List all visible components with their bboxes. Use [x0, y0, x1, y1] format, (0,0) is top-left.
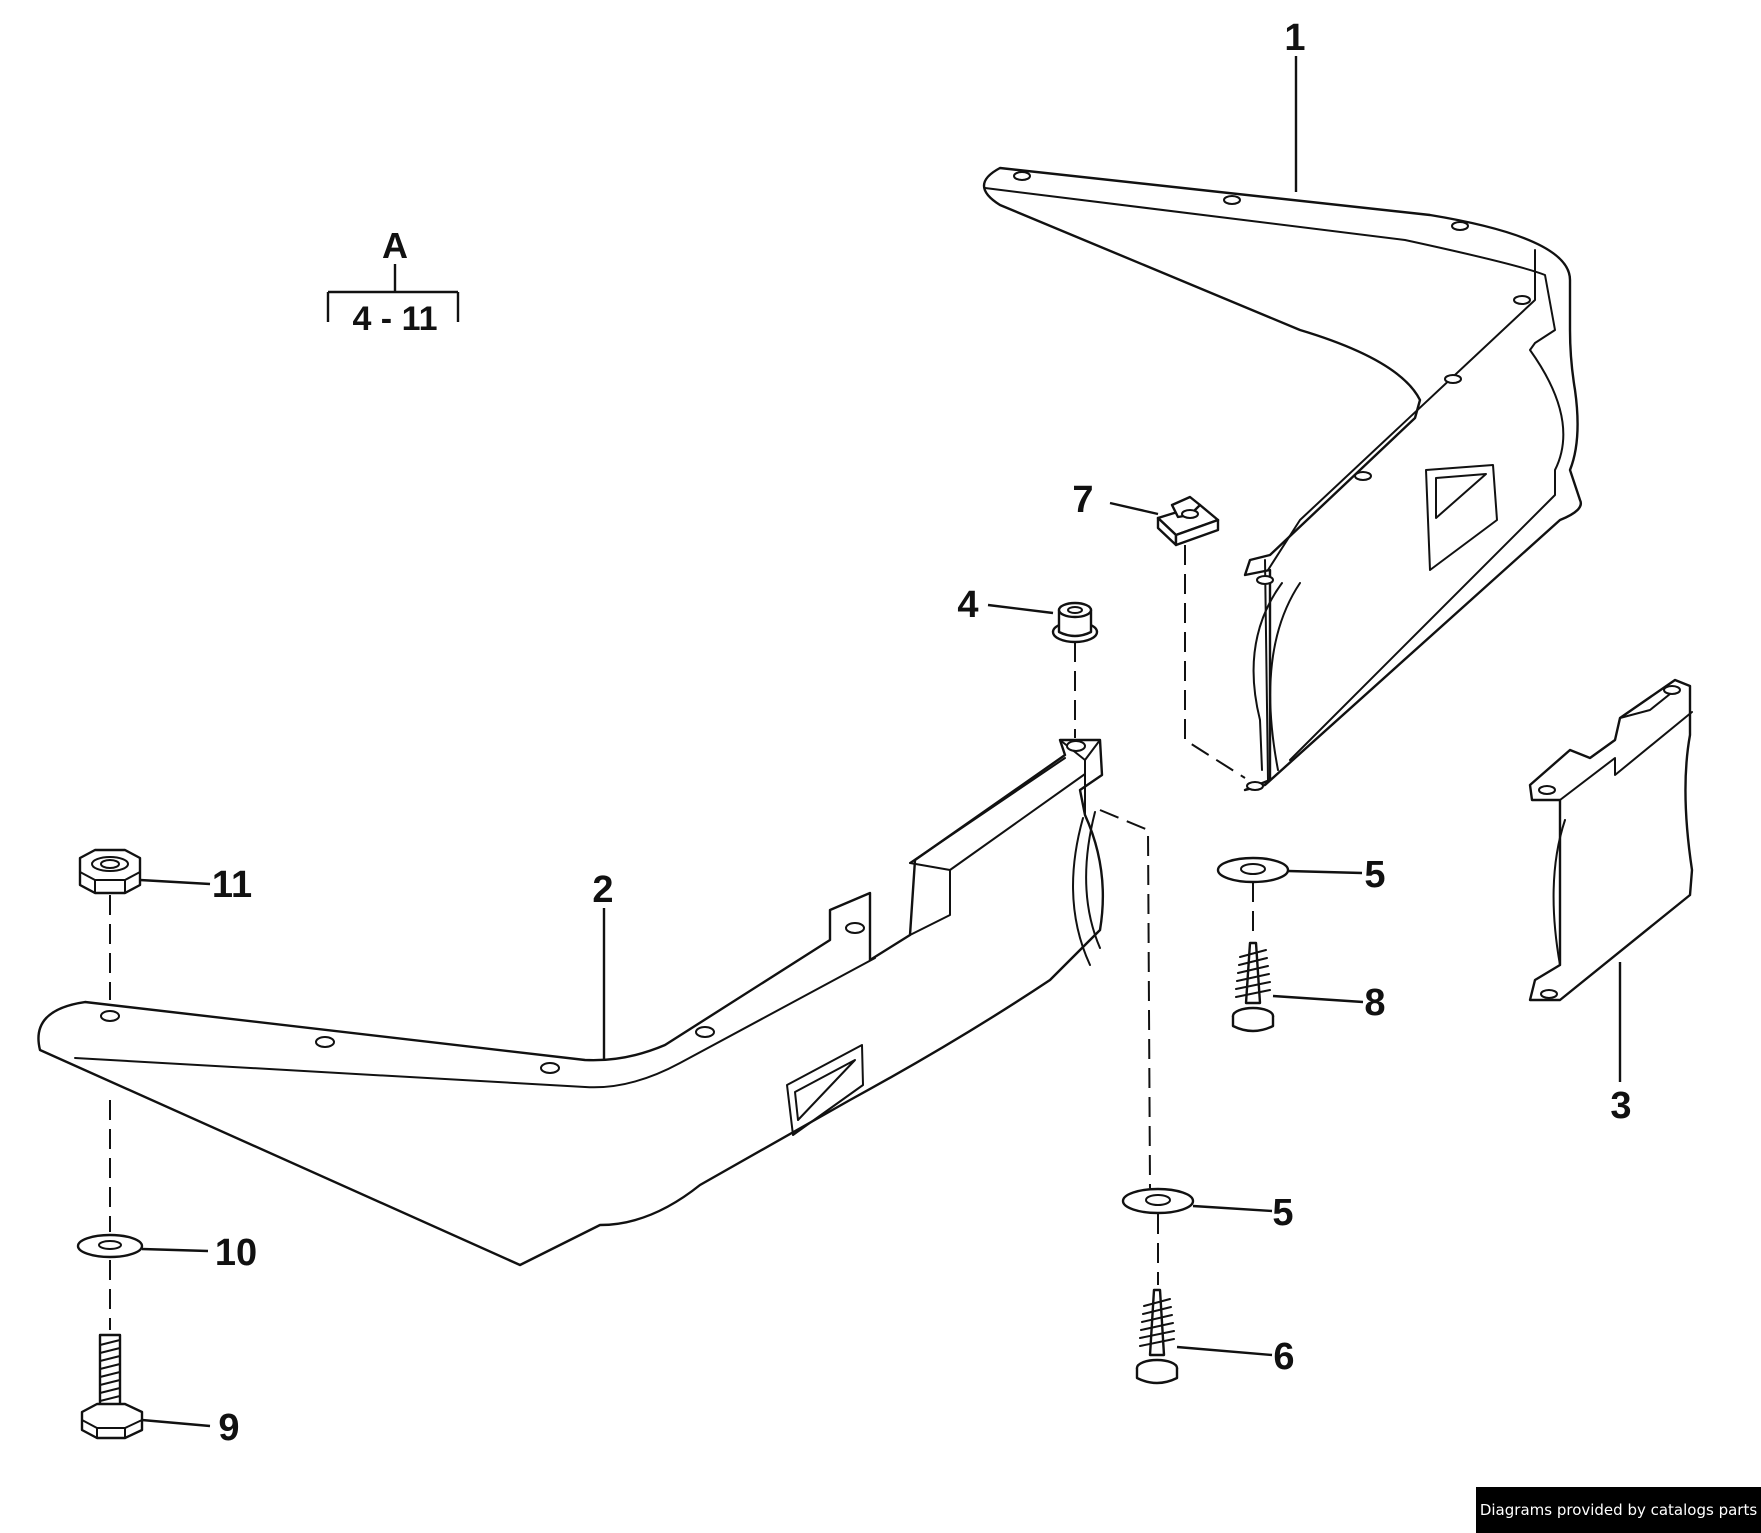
credit-banner: Diagrams provided by catalogs parts — [1476, 1487, 1761, 1533]
group-range: 4 - 11 — [352, 300, 437, 338]
callout-3: 3 — [1610, 1085, 1631, 1127]
callout-leaders — [139, 56, 1622, 1428]
callout-7: 7 — [1072, 479, 1093, 521]
hex-nut — [78, 848, 142, 895]
washer-left — [76, 1233, 144, 1259]
bolt — [80, 1333, 144, 1440]
callout-9: 9 — [218, 1407, 239, 1449]
callout-labels: 1 2 3 4 5 5 6 7 8 9 10 11 — [212, 17, 1632, 1449]
screw-upper — [1231, 941, 1275, 1033]
washer-lower — [1121, 1187, 1195, 1215]
screw-lower — [1135, 1288, 1179, 1385]
callout-2: 2 — [592, 869, 613, 911]
assembly-axes — [109, 545, 1254, 1330]
callout-10: 10 — [215, 1232, 257, 1274]
washer-upper — [1216, 856, 1290, 884]
callout-6: 6 — [1273, 1336, 1294, 1378]
callout-5-lower: 5 — [1272, 1192, 1293, 1234]
group-indicator: A 4 - 11 — [326, 225, 460, 338]
callout-4: 4 — [957, 584, 978, 626]
callout-8: 8 — [1364, 982, 1385, 1024]
callout-11: 11 — [212, 864, 252, 906]
callout-1: 1 — [1284, 17, 1305, 59]
bumper-upper — [982, 166, 1582, 792]
group-letter: A — [382, 225, 408, 266]
callout-5-upper: 5 — [1364, 854, 1385, 896]
plug-grommet — [1051, 601, 1099, 644]
bumper-lower — [37, 738, 1105, 1267]
side-bracket — [1528, 678, 1694, 1002]
clip-nut — [1156, 495, 1220, 547]
